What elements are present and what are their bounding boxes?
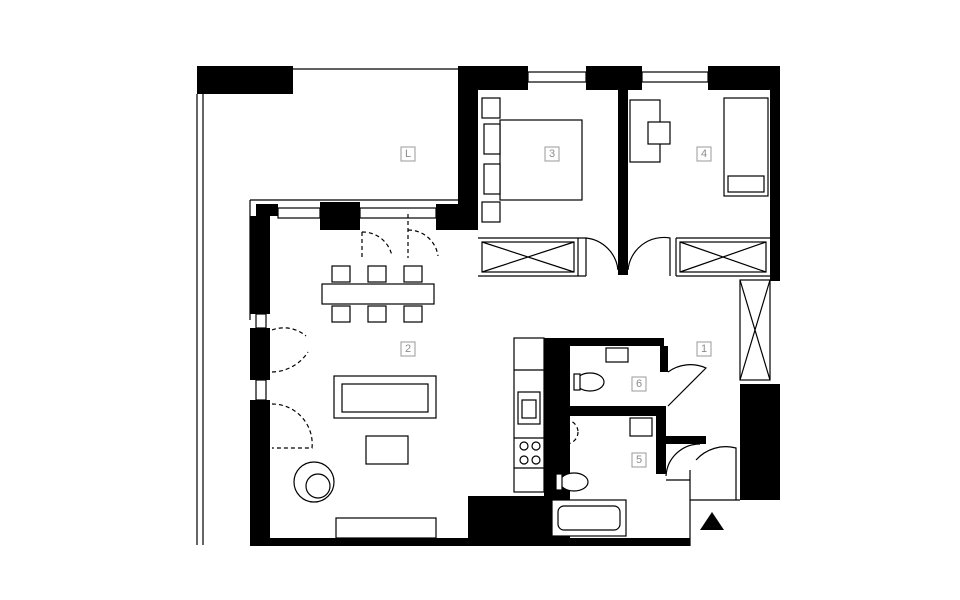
bedroom-doors (585, 236, 671, 276)
tv-unit (335, 517, 437, 539)
sofa (333, 375, 437, 419)
loggia-outline (196, 66, 458, 545)
entrance-arrow-icon (700, 512, 724, 530)
room-label-text: 4 (701, 148, 707, 160)
room-label-living: 2 (400, 341, 416, 357)
room-label-wc: 6 (631, 376, 647, 392)
room-label-loggia: L (400, 146, 416, 162)
room-label-text: 1 (701, 343, 707, 355)
bathroom-doors (665, 364, 737, 500)
wardrobe-bedroom-a (481, 241, 575, 273)
room-label-bedroom-a: 3 (544, 146, 560, 162)
bathroom-fixtures (551, 417, 653, 537)
interior-walls (478, 90, 771, 538)
balcony-doors (271, 214, 439, 449)
kitchen-fixtures (517, 391, 579, 465)
room-label-hall: 1 (696, 341, 712, 357)
room-label-text: 6 (636, 378, 642, 390)
coffee-table (365, 435, 409, 465)
exterior-walls (250, 66, 780, 546)
desk-and-bed (629, 97, 769, 197)
room-label-text: L (405, 148, 411, 160)
room-label-bathroom: 5 (631, 452, 647, 468)
dining-table (321, 265, 435, 323)
room-label-text: 5 (636, 454, 642, 466)
room-label-text: 3 (549, 148, 555, 160)
armchair (293, 461, 335, 503)
room-label-text: 2 (405, 343, 411, 355)
room-label-bedroom-b: 4 (696, 146, 712, 162)
wardrobe-bedroom-b (679, 241, 767, 273)
wc-fixtures (573, 347, 629, 392)
double-bed (481, 97, 583, 223)
